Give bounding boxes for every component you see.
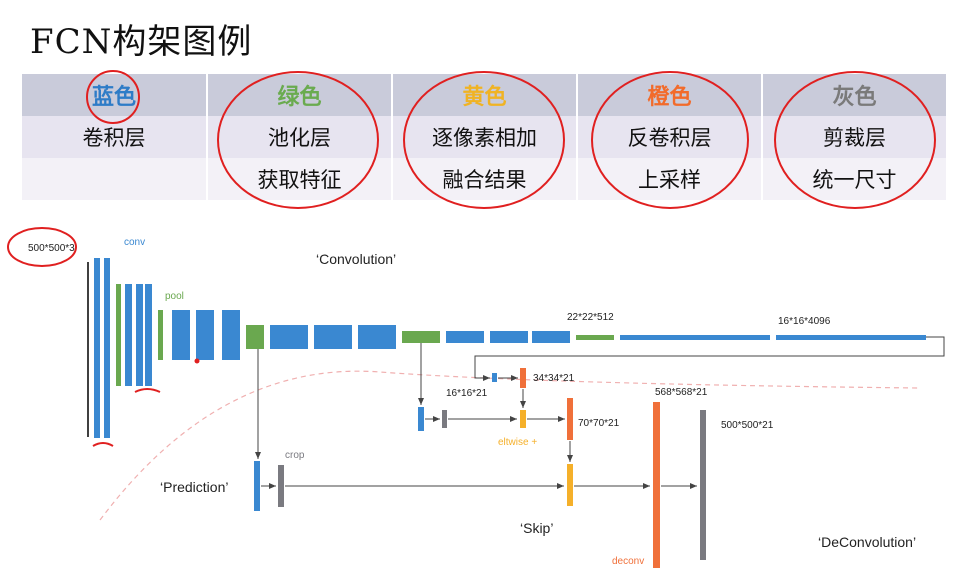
size-16-4096-label: 16*16*4096 [778, 316, 831, 327]
annotation-tick-1 [92, 442, 114, 447]
fc-layer-7 [776, 335, 926, 340]
convolution-label: ‘Convolution’ [316, 251, 396, 267]
upscore-2x [520, 368, 526, 388]
skip-label: ‘Skip’ [520, 520, 553, 536]
size-568-label: 568*568*21 [655, 387, 708, 398]
legend-header-row: 蓝色 绿色 黄色 橙色 灰色 [22, 74, 948, 116]
annotation-circle-yellow [403, 71, 565, 209]
conv-layer-1b [104, 258, 110, 438]
input-size-label: 500*500*3 [28, 243, 75, 254]
fc-layer-6 [620, 335, 770, 340]
eltwise-label: eltwise + [498, 437, 537, 448]
conv-layer-2a [125, 284, 132, 386]
size-16-21-label: 16*16*21 [446, 388, 488, 399]
conv-layer-3c [222, 310, 240, 360]
legend-desc-green-1: 池化层 [207, 116, 393, 158]
legend-row-1: 卷积层 池化层 逐像素相加 反卷积层 剪裁层 [22, 116, 948, 158]
eltwise-fuse-1 [520, 410, 526, 428]
size-34-label: 34*34*21 [533, 373, 575, 384]
legend-color-blue: 蓝色 [22, 74, 208, 116]
loop-connector [474, 336, 945, 381]
conv-layer-2c [145, 284, 152, 386]
legend-color-gray: 灰色 [762, 74, 948, 116]
conv-layer-5b [490, 331, 528, 343]
page-title: FCN构架图例 [30, 22, 253, 62]
size-500-21-label: 500*500*21 [721, 420, 774, 431]
pool-label: pool [165, 291, 184, 302]
legend-table: 蓝色 绿色 黄色 橙色 灰色 卷积层 池化层 逐像素相加 反卷积层 剪裁层 获取… [22, 74, 948, 200]
legend-desc-blue-2 [22, 158, 208, 200]
upscore-pool4 [567, 398, 573, 440]
conv-label: conv [124, 237, 145, 248]
legend-desc-green-2: 获取特征 [207, 158, 393, 200]
score-fr [492, 373, 497, 382]
deconvolution-label: ‘DeConvolution’ [818, 534, 916, 550]
annotation-circle-gray [774, 71, 936, 209]
annotation-circles [7, 70, 936, 447]
legend-desc-yellow-2: 融合结果 [392, 158, 578, 200]
legend-color-yellow: 黄色 [392, 74, 578, 116]
crop-pool3 [278, 465, 284, 507]
size-70-label: 70*70*21 [578, 418, 620, 429]
annotation-circle-input [7, 227, 77, 267]
score-pool4 [418, 407, 424, 431]
prediction-label: ‘Prediction’ [160, 479, 228, 495]
legend-desc-gray-1: 剪裁层 [762, 116, 948, 158]
legend-desc-yellow-1: 逐像素相加 [392, 116, 578, 158]
conv-layer-5c [532, 331, 570, 343]
pool-layer-1 [116, 284, 121, 386]
red-dot-marker [194, 358, 200, 364]
conv-layer-5a [446, 331, 484, 343]
deconv-final [653, 402, 660, 568]
conv-layer-1a [94, 258, 100, 438]
legend-desc-orange-2: 上采样 [577, 158, 763, 200]
annotation-tick-2 [134, 388, 161, 393]
conv-layer-3b [196, 310, 214, 360]
crop-label: crop [285, 450, 305, 461]
annotation-circle-orange [591, 71, 749, 209]
conv-layer-4c [358, 325, 396, 349]
crop-pool4 [442, 410, 447, 428]
conv-layer-2b [136, 284, 143, 386]
legend-row-2: 获取特征 融合结果 上采样 统一尺寸 [22, 158, 948, 200]
pool-layer-2 [158, 310, 163, 360]
legend-desc-gray-2: 统一尺寸 [762, 158, 948, 200]
conv-layer-3a [172, 310, 190, 360]
pool-layer-3 [246, 325, 264, 349]
pool-layer-4 [402, 331, 440, 343]
conv-layer-4b [314, 325, 352, 349]
dashed-curve [99, 370, 921, 521]
pool-layer-5 [576, 335, 614, 340]
legend-color-orange: 橙色 [577, 74, 763, 116]
deconv-label: deconv [612, 556, 644, 567]
eltwise-fuse-2 [567, 464, 573, 506]
legend-desc-orange-1: 反卷积层 [577, 116, 763, 158]
annotation-circle-blue [86, 70, 140, 124]
size-22-label: 22*22*512 [567, 312, 614, 323]
score-pool3 [254, 461, 260, 511]
crop-final [700, 410, 706, 560]
annotation-circle-green [217, 71, 379, 209]
conv-layer-4a [270, 325, 308, 349]
